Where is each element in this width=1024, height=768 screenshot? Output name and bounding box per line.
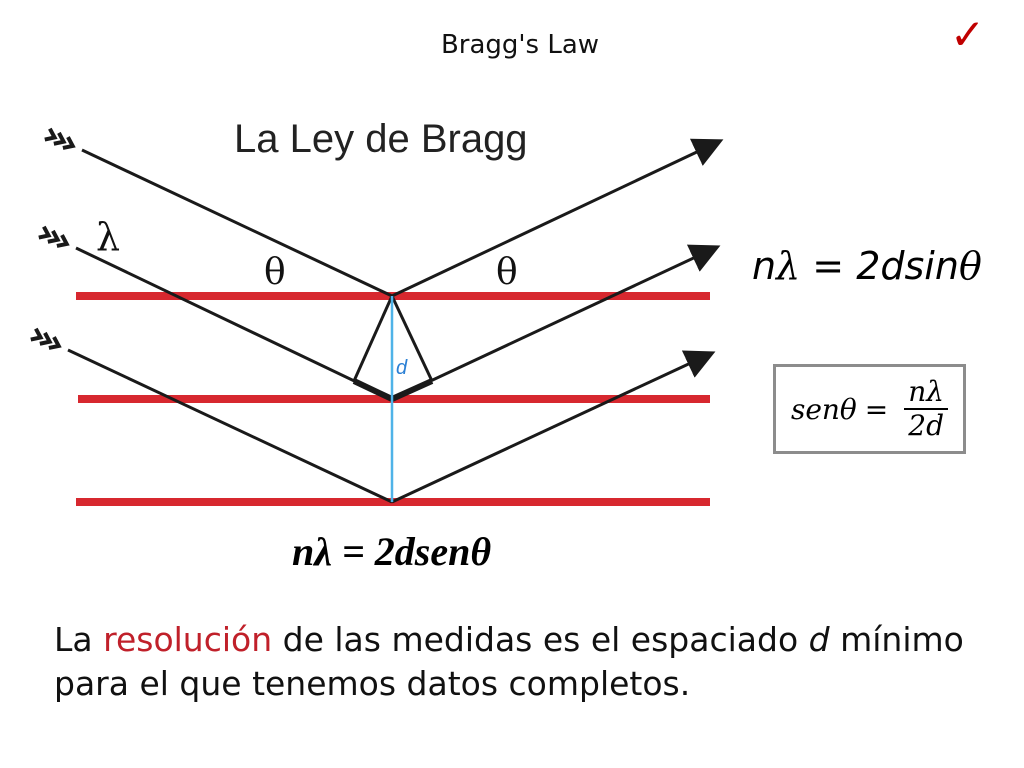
path-difference-left — [352, 378, 394, 402]
angle-left-symbol: θ — [264, 252, 286, 293]
chevron-icon — [44, 127, 76, 150]
reflected-ray-2 — [391, 244, 721, 401]
bragg-formula-bottom: nλ = 2dsenθ — [292, 529, 492, 574]
caption-variable: d — [808, 620, 830, 659]
chevron-icon — [30, 327, 62, 350]
boxed-sine-formula: senθ = nλ 2d — [773, 364, 966, 454]
boxed-formula-lhs: senθ — [790, 392, 857, 426]
diagram-heading: La Ley de Bragg — [234, 117, 528, 161]
bragg-formula-right: nλ = 2dsinθ — [752, 244, 982, 288]
boxed-formula-numerator: nλ — [904, 375, 949, 410]
caption-text: La resolución de las medidas es el espac… — [54, 620, 964, 703]
reflected-ray-1 — [391, 138, 724, 298]
incoming-ray-2 — [75, 246, 393, 401]
boxed-formula-equals: = — [864, 392, 889, 426]
wavelength-symbol: λ — [96, 215, 120, 259]
path-difference-right — [390, 378, 434, 402]
spacing-label: d — [396, 357, 408, 379]
incoming-rays — [67, 148, 393, 504]
boxed-formula-fraction: nλ 2d — [904, 375, 949, 442]
incoming-ray-3 — [67, 348, 393, 504]
reflected-ray-3 — [391, 350, 716, 504]
angle-right-symbol: θ — [496, 252, 518, 293]
checkmark-icon: ✓ — [950, 10, 986, 59]
incoming-ray-1 — [81, 148, 393, 298]
boxed-formula-denominator: 2d — [908, 409, 945, 442]
path-difference-construction — [352, 295, 434, 402]
chevron-icon — [38, 225, 70, 248]
slide-title: Bragg's Law — [440, 30, 600, 60]
reflected-rays — [391, 138, 724, 504]
caption-highlight: resolución — [103, 620, 273, 659]
incoming-chevrons — [30, 127, 76, 350]
